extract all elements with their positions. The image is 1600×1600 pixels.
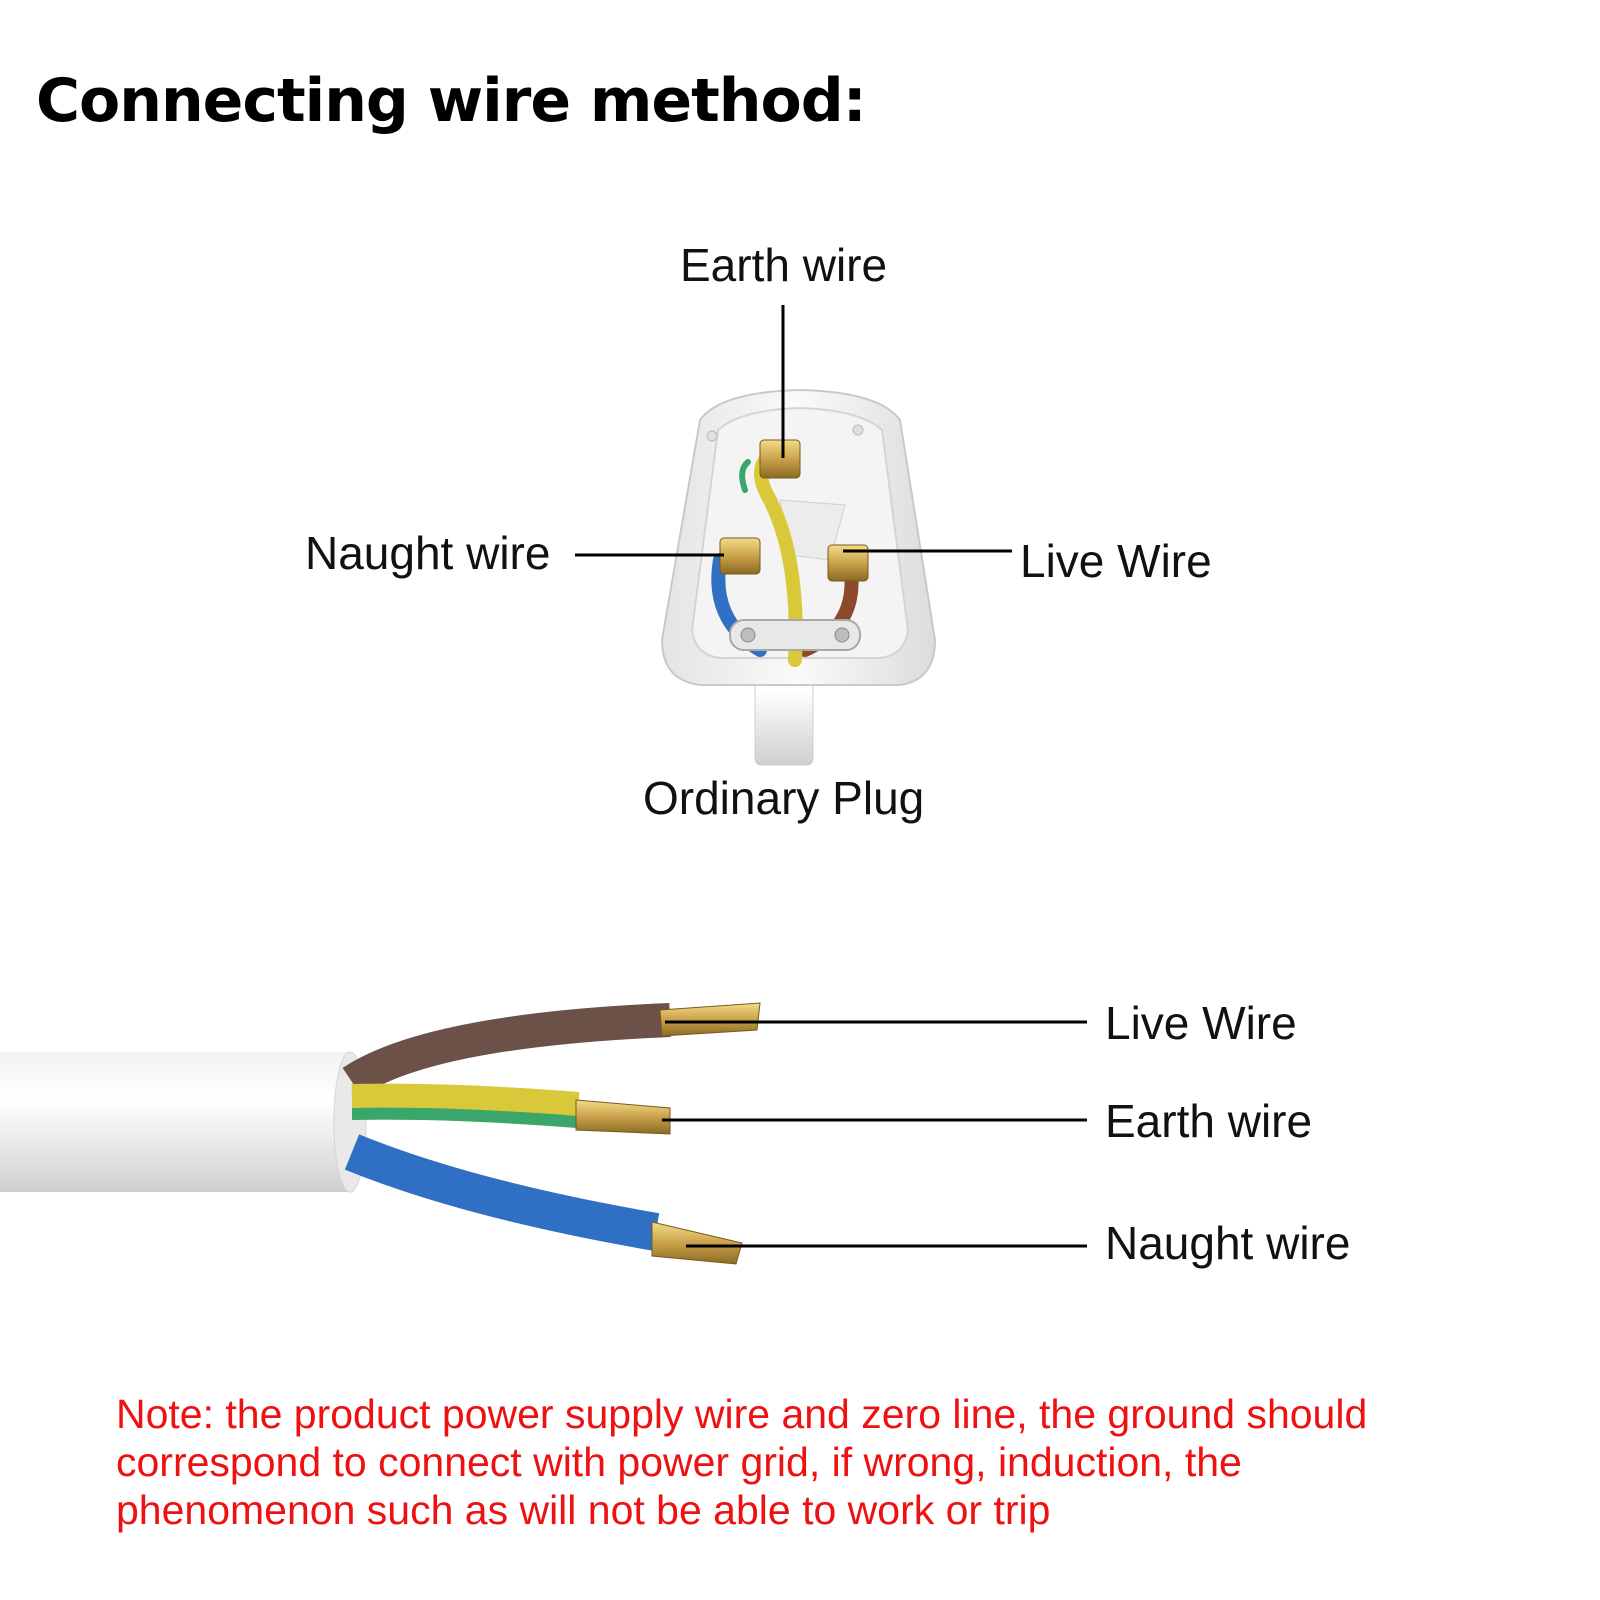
note-line: phenomenon such as will not be able to w… bbox=[116, 1487, 1051, 1533]
note-line: correspond to connect with power grid, i… bbox=[116, 1439, 1242, 1485]
plug-live-label: Live Wire bbox=[1020, 535, 1212, 587]
cable-sheath bbox=[0, 1052, 352, 1192]
plug-illustration bbox=[660, 388, 937, 766]
plug-live-terminal bbox=[827, 544, 869, 582]
plug-caption: Ordinary Plug bbox=[643, 772, 925, 824]
cable-earth-conductor bbox=[351, 1083, 580, 1128]
plug-neutral-terminal bbox=[719, 537, 761, 575]
cable-illustration bbox=[0, 1002, 761, 1265]
cable-live-label: Live Wire bbox=[1105, 997, 1297, 1049]
note-line: Note: the product power supply wire and … bbox=[116, 1391, 1368, 1437]
plug-earth-terminal bbox=[759, 439, 801, 479]
cable-neutral-label: Naught wire bbox=[1105, 1217, 1351, 1269]
plug-cable-clamp bbox=[729, 619, 861, 651]
page-title: Connecting wire method: bbox=[36, 66, 867, 136]
plug-earth-label: Earth wire bbox=[680, 239, 888, 291]
warning-note: Note: the product power supply wire and … bbox=[116, 1390, 1496, 1534]
cable-earth-label: Earth wire bbox=[1105, 1095, 1313, 1147]
cable-neutral-conductor bbox=[344, 1134, 660, 1251]
plug-neutral-label: Naught wire bbox=[305, 527, 551, 579]
cable-live-conductor bbox=[342, 1003, 671, 1097]
